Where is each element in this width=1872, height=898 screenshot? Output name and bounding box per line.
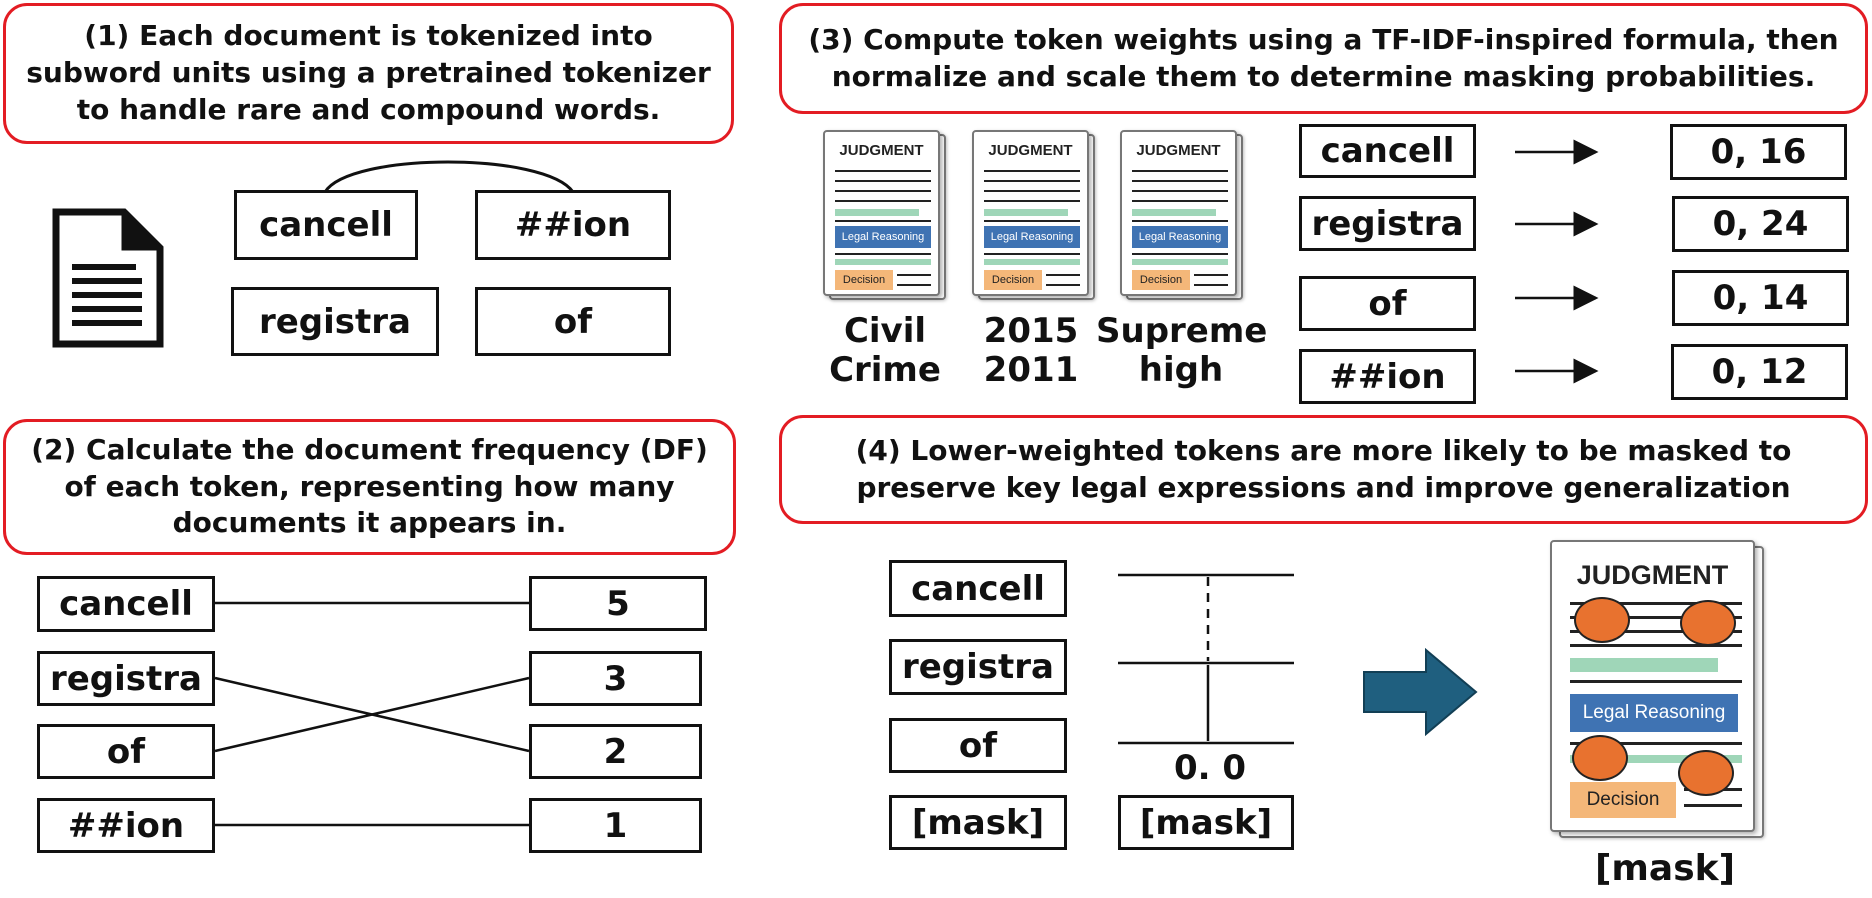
weight-value-cancell: 0, 16 <box>1670 124 1847 180</box>
weight-token-of: of <box>1299 276 1476 331</box>
doc-label-year: 2015 2011 <box>983 311 1079 391</box>
mask-token-registra: registra <box>889 639 1067 695</box>
mask-dot <box>1678 750 1734 796</box>
df-token-of: of <box>37 724 215 779</box>
judgment-document-court: JUDGMENT Legal Reasoning Decision <box>1120 130 1243 300</box>
df-token-registra: registra <box>37 651 215 706</box>
doc-label-court: Supreme high <box>1096 311 1268 391</box>
step1-callout: (1) Each document is tokenized into subw… <box>3 3 734 144</box>
mask-token-mask: [mask] <box>889 795 1067 850</box>
mask-dot <box>1680 600 1736 646</box>
weight-value-registra: 0, 24 <box>1672 196 1849 252</box>
weight-value-ion: 0, 12 <box>1671 344 1848 400</box>
masked-judgment-document: JUDGMENT Legal Reasoning Decision <box>1550 540 1765 840</box>
mask-token-of: of <box>889 718 1067 773</box>
judgment-document-civil: JUDGMENT Legal Reasoning Decision <box>823 130 946 300</box>
token-cancell: cancell <box>234 190 418 260</box>
step2-callout: (2) Calculate the document frequency (DF… <box>3 419 736 555</box>
df-token-ion: ##ion <box>37 798 215 853</box>
mask-dot <box>1574 597 1630 643</box>
df-count-1: 1 <box>529 798 702 853</box>
token-of: of <box>475 287 671 356</box>
weight-token-ion: ##ion <box>1299 349 1476 404</box>
mask-output-box: [mask] <box>1118 795 1294 850</box>
document-icon <box>52 208 164 348</box>
token-ion: ##ion <box>475 190 671 260</box>
df-count-3: 3 <box>529 651 702 706</box>
step3-callout: (3) Compute token weights using a TF-IDF… <box>779 3 1868 114</box>
doc-label-type: Civil Crime <box>829 311 941 391</box>
judgment-document-year: JUDGMENT Legal Reasoning Decision <box>972 130 1095 300</box>
threshold-zero-label: 0. 0 <box>1173 748 1247 788</box>
weight-token-cancell: cancell <box>1299 124 1476 178</box>
right-arrow-icon <box>1363 648 1478 736</box>
df-count-5: 5 <box>529 576 707 631</box>
df-token-cancell: cancell <box>37 576 215 632</box>
df-count-2: 2 <box>529 724 702 779</box>
mask-token-cancell: cancell <box>889 560 1067 617</box>
masked-document-label: [mask] <box>1594 848 1736 889</box>
step4-callout: (4) Lower-weighted tokens are more likel… <box>779 415 1868 524</box>
token-registra: registra <box>231 287 439 356</box>
weight-token-registra: registra <box>1299 196 1476 251</box>
mask-dot <box>1572 735 1628 781</box>
subword-link-arc <box>323 160 575 193</box>
weight-value-of: 0, 14 <box>1672 270 1849 326</box>
